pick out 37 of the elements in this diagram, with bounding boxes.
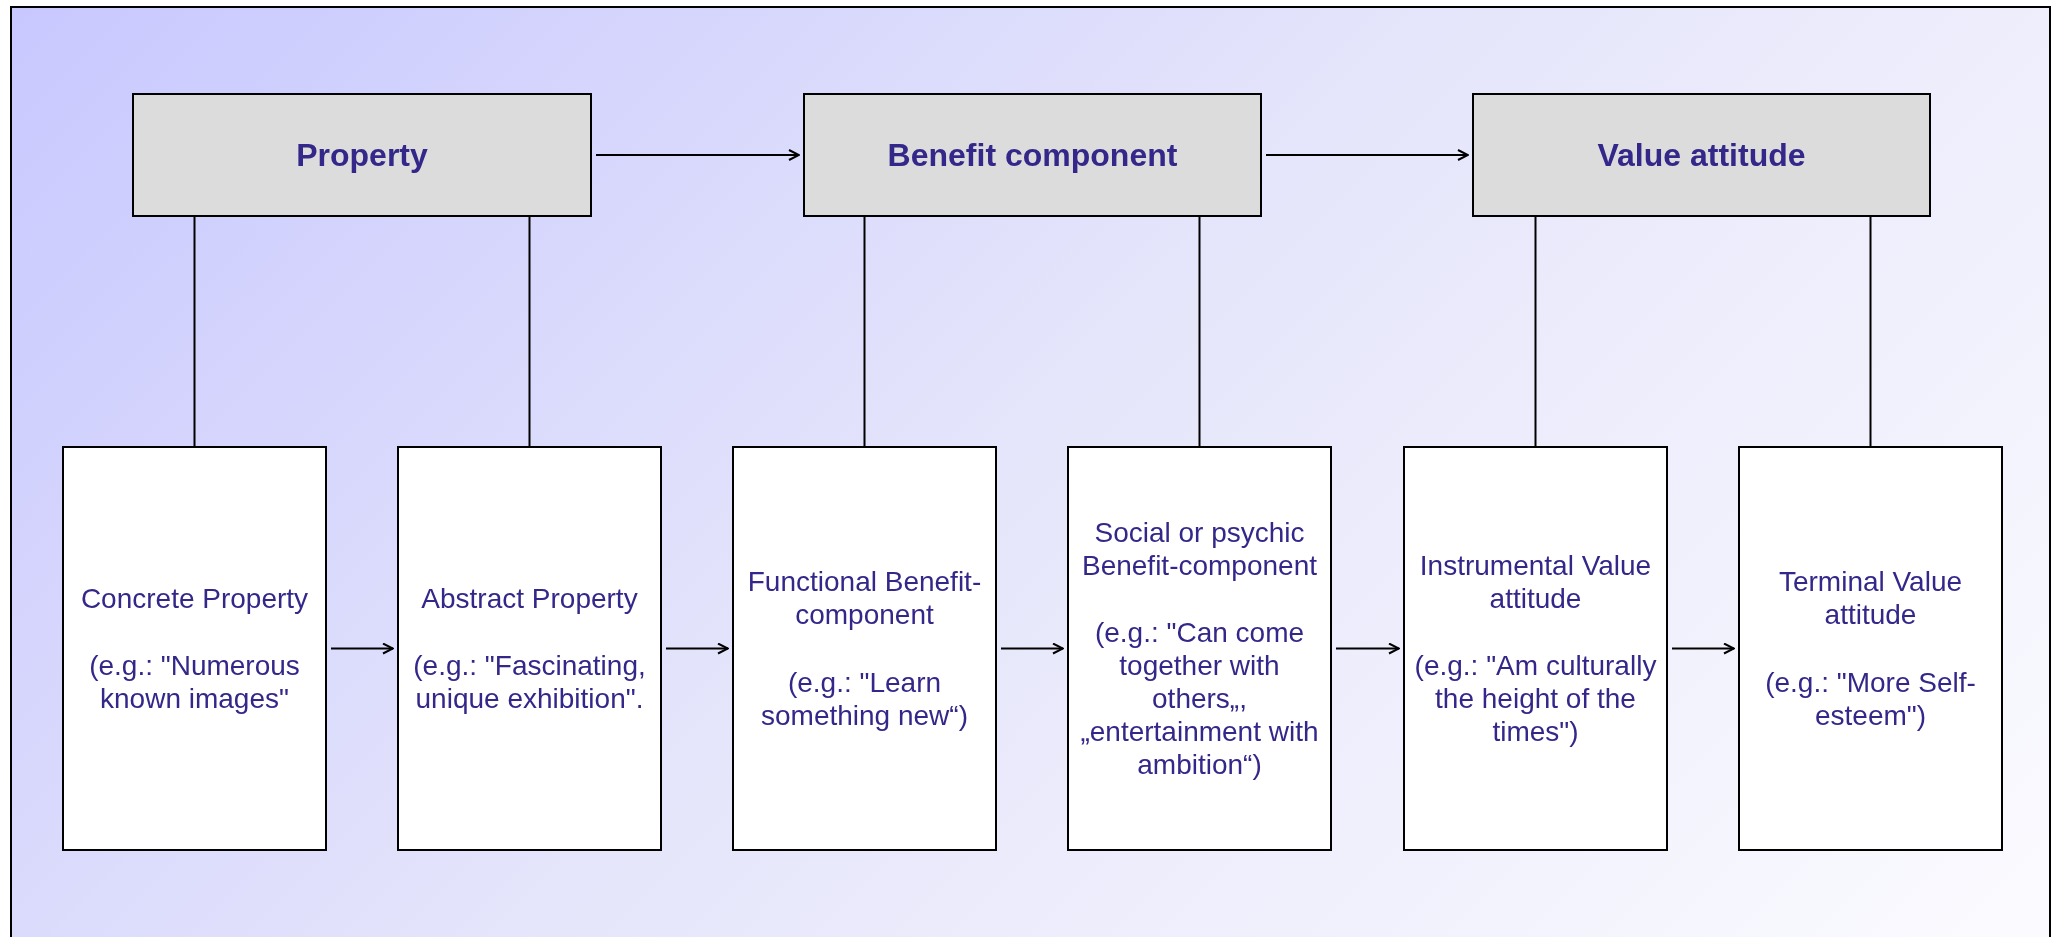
- concept-box: [1067, 446, 1332, 851]
- connector-line: [193, 216, 196, 447]
- concept-box: [1738, 446, 2003, 851]
- concept-title: Abstract Property: [421, 581, 638, 615]
- concept-title: Functional Benefit-component: [746, 565, 983, 632]
- connector-line: [1869, 216, 1872, 447]
- category-title: Benefit component: [887, 136, 1178, 174]
- category-box: [132, 93, 592, 217]
- category-title: Property: [296, 136, 428, 174]
- concept-box: [1403, 446, 1668, 851]
- example-text: (e.g.: "Numerous known images": [88, 649, 301, 716]
- connector-line: [1198, 216, 1201, 447]
- concept-box: [397, 446, 662, 851]
- concept-title: Terminal Value attitude: [1777, 565, 1964, 632]
- category-box: [1472, 93, 1931, 217]
- concept-title: Social or psychic Benefit-component: [1080, 515, 1318, 582]
- connector-line: [863, 216, 866, 447]
- concept-title: Instrumental Value attitude: [1418, 548, 1653, 615]
- arrow: [1671, 642, 1735, 655]
- concept-title: Concrete Property: [80, 581, 309, 615]
- arrow: [1335, 642, 1400, 655]
- example-text: (e.g.: "More Self-esteem"): [1764, 665, 1977, 732]
- concept-box: [62, 446, 327, 851]
- example-text: (e.g.: "Learn something new“): [760, 665, 969, 732]
- category-box: [803, 93, 1262, 217]
- connector-line: [528, 216, 531, 447]
- arrow: [330, 642, 394, 655]
- example-text: (e.g.: "Fascinating, unique exhibition".: [412, 649, 647, 716]
- concept-box: [732, 446, 997, 851]
- arrow: [595, 149, 800, 161]
- connector-line: [1534, 216, 1537, 447]
- example-text: (e.g.: "Am culturally the height of the times"): [1413, 649, 1658, 749]
- arrow: [1000, 642, 1064, 655]
- arrow: [665, 642, 729, 655]
- arrow: [1265, 149, 1469, 161]
- example-text: (e.g.: "Can come together with others„, „entertainment with ambition“): [1079, 615, 1320, 782]
- category-title: Value attitude: [1597, 136, 1806, 174]
